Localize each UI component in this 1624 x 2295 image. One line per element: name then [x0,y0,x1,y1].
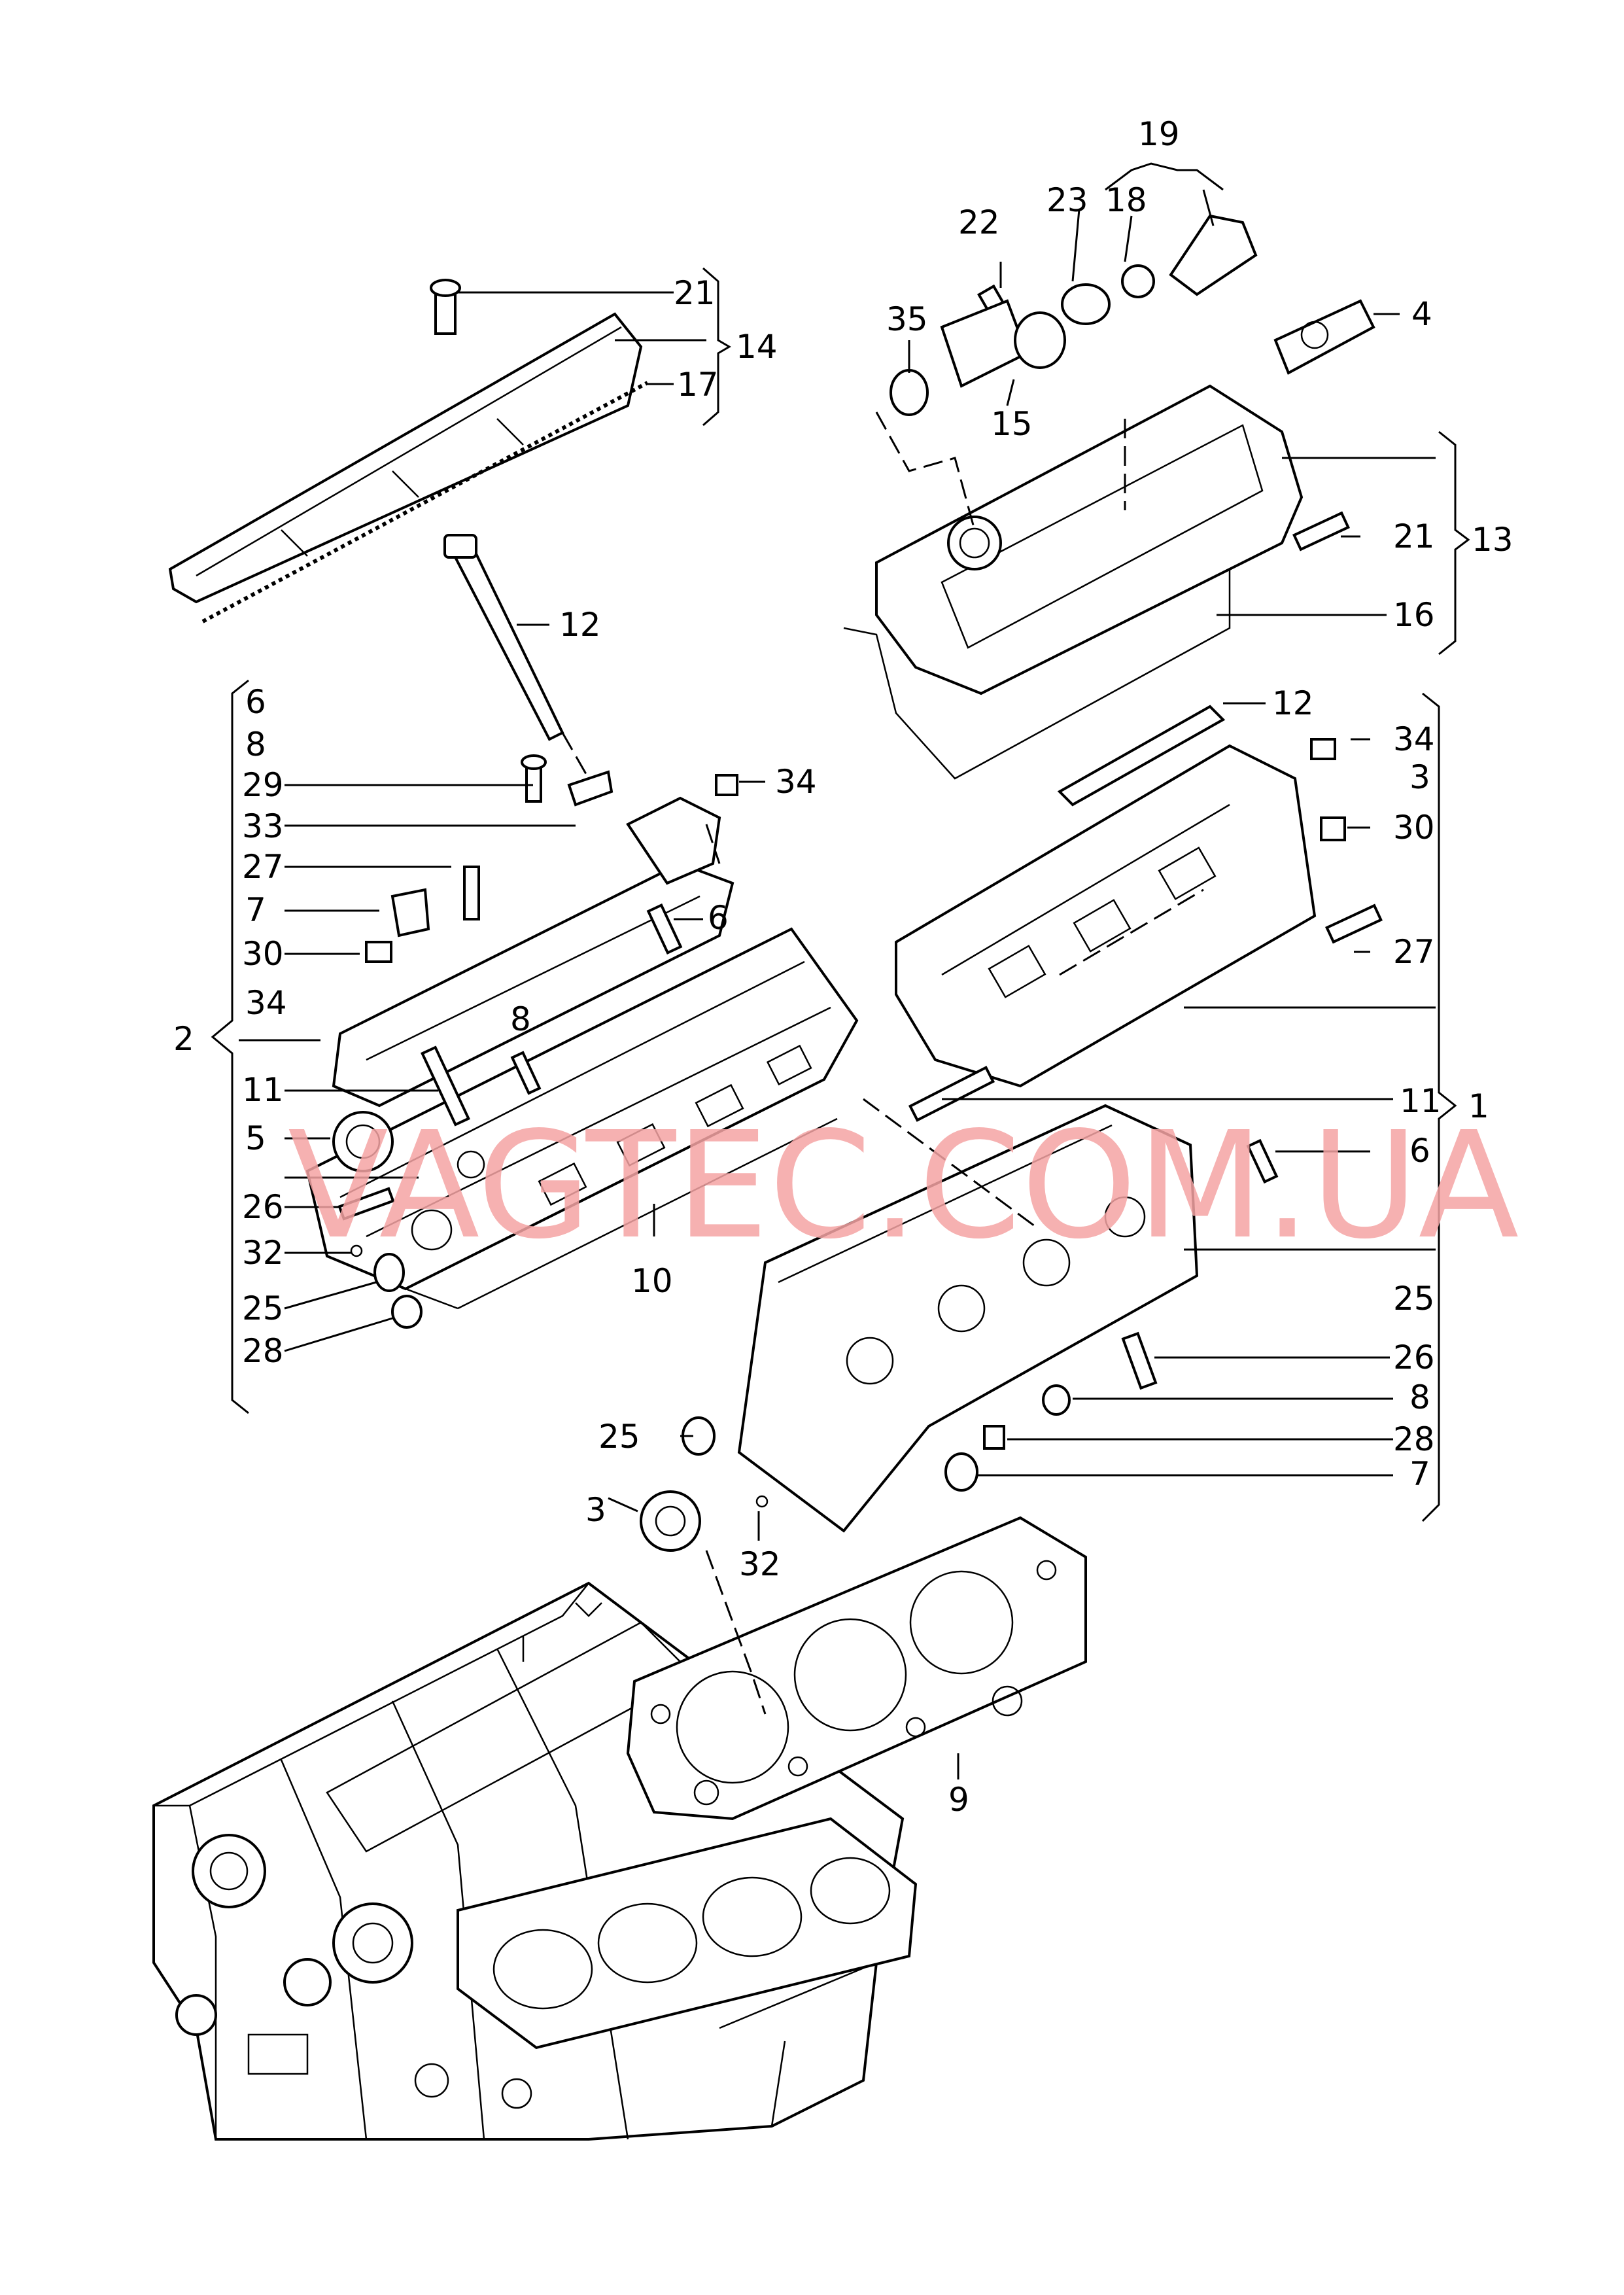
callout-34-left: 34 [245,984,287,1022]
callout-14: 14 [736,328,778,366]
right-cam-carrier [895,744,1317,1088]
callout-28-left: 28 [242,1332,284,1370]
callout-15: 15 [991,405,1033,443]
callout-5: 5 [245,1119,266,1157]
callout-33: 33 [242,807,284,845]
callout-34-right: 34 [1393,720,1435,758]
callout-25-lower: 25 [598,1418,640,1456]
head-gasket-9 [626,1516,1087,1821]
callout-8-left: 8 [245,726,266,763]
lower-head-gasket [457,1817,918,2050]
callout-4: 4 [1411,295,1432,333]
callout-29: 29 [242,766,284,804]
callout-3-right: 3 [1409,758,1430,796]
callout-1: 1 [1468,1087,1489,1125]
callout-3-lower: 3 [585,1491,606,1529]
left-cam-carrier [332,796,734,1108]
callout-27-right: 27 [1393,933,1435,971]
callout-16: 16 [1393,596,1435,634]
leader-lines [211,162,1470,1779]
callout-6-mid: 6 [708,899,729,937]
callout-28-right: 28 [1393,1420,1435,1458]
callout-8-right: 8 [1409,1378,1430,1416]
callout-25-right: 25 [1393,1280,1435,1318]
callout-9: 9 [948,1781,969,1819]
callout-30-right: 30 [1393,809,1435,847]
left-valve-cover [168,312,649,623]
callout-35: 35 [886,300,928,338]
watermark: VAGTEC.COM.UA [288,1100,1519,1272]
callout-6-top: 6 [245,683,266,721]
callout-32-left: 32 [242,1234,284,1272]
callout-2: 2 [173,1020,194,1058]
callout-11-left: 11 [242,1071,284,1109]
small-parts [332,214,1383,1552]
callout-12-right: 12 [1272,684,1314,722]
callout-12-left: 12 [559,606,601,644]
right-valve-cover [843,384,1304,780]
callout-19: 19 [1138,115,1180,153]
callout-27-left: 27 [242,848,284,886]
callout-23: 23 [1046,181,1088,219]
callout-21-right: 21 [1393,517,1435,555]
callout-7-left: 7 [245,891,266,929]
callout-6-right: 6 [1409,1132,1430,1170]
callout-8-mid: 8 [510,1000,531,1038]
callout-25-left: 25 [242,1289,284,1327]
callout-26-left: 26 [242,1188,284,1226]
callout-30-left: 30 [242,935,284,973]
callout-10: 10 [631,1262,673,1300]
right-cylinder-head [737,1104,1199,1533]
callout-18: 18 [1105,181,1147,219]
callout-32-lower: 32 [739,1545,781,1583]
callout-labels: 1 2 3 3 4 5 6 6 6 7 7 8 8 8 9 10 11 11 1… [173,115,1513,1819]
callout-7-right: 7 [1409,1455,1430,1493]
callout-22: 22 [958,203,1000,241]
callout-21-left: 21 [674,274,716,312]
callout-26-right: 26 [1393,1339,1435,1376]
callout-34-mid: 34 [775,763,817,801]
callout-13: 13 [1472,521,1513,559]
callout-11-right: 11 [1400,1082,1442,1120]
callout-17: 17 [677,366,719,404]
left-cylinder-head [305,927,859,1310]
